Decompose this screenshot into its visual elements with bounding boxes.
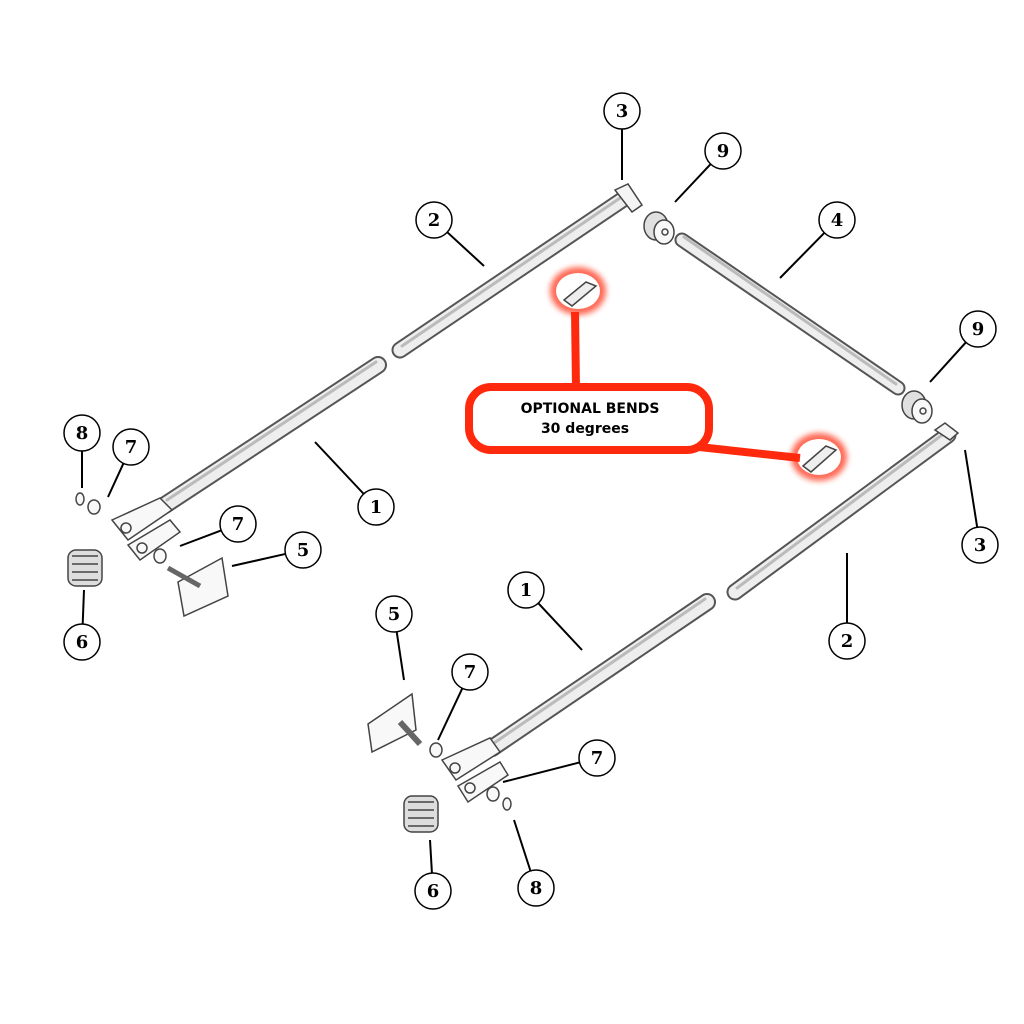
part-label-12: 1 [507,571,583,651]
part-number: 8 [530,878,543,899]
label-circle [818,201,856,239]
part-label-18: 8 [513,819,555,907]
corner-part-3-lower [933,422,960,441]
label-circle [704,132,742,170]
label-circle [414,872,452,910]
leader-line [502,761,580,783]
part-number: 3 [616,101,629,122]
part-number: 2 [841,631,854,652]
label-circle [112,428,150,466]
part-number: 9 [717,141,730,162]
washers [75,492,512,811]
label-circle [63,623,101,661]
part-label-2: 2 [415,201,485,267]
part-number: 2 [428,210,441,231]
label-circle [578,739,616,777]
label-circle [415,201,453,239]
part-number: 5 [388,604,401,625]
plug-part-9-lower [901,390,933,424]
leader-line [537,602,583,651]
part-number: 3 [974,535,987,556]
leader-line [674,163,712,203]
part-label-15: 7 [437,653,489,741]
part-number: 7 [232,514,245,535]
plug-part-9-upper [643,211,675,245]
part-labels: 3 9 2 4 9 8 7 1 7 5 3 6 1 2 5 7 7 6 8 [63,92,999,910]
part-number: 6 [76,632,89,653]
leader-line [446,231,485,267]
label-circle [63,414,101,452]
bar-part-1-left [156,356,387,514]
part-label-14: 5 [375,595,413,681]
label-circle [451,653,489,691]
part-label-11: 6 [63,589,101,661]
label-circle [959,310,997,348]
label-circle [517,869,555,907]
optional-bends-callout: OPTIONAL BENDS 30 degrees [465,267,847,481]
clevis-left [110,497,182,562]
part-number: 5 [297,540,310,561]
leader-line [231,552,286,567]
label-circle [357,488,395,526]
part-label-3: 4 [779,201,856,279]
spring-part-6-left [67,549,103,587]
part-label-7: 1 [314,441,395,526]
hardware [67,211,933,833]
bracket-part-5-left [166,556,229,618]
bracket-part-5-right [367,692,423,754]
label-circle [961,526,999,564]
leader-line [437,687,464,741]
part-label-17: 6 [414,839,452,910]
label-circle [828,622,866,660]
leader-line [779,232,826,279]
part-number: 7 [125,437,138,458]
callout-box [465,383,713,454]
part-label-9: 5 [231,531,322,569]
corner-part-3-upper [613,183,644,214]
leader-line [81,589,85,625]
bar-part-2-lower [726,426,957,601]
part-number: 1 [370,497,383,518]
bend-icon [562,281,598,307]
bar-part-2-upper [391,189,634,359]
leader-line [395,631,405,681]
bend-icon [801,445,838,473]
part-number: 6 [427,881,440,902]
part-label-4: 9 [929,310,997,383]
label-circle [219,505,257,543]
leader-line [179,529,222,547]
bar-part-1-right [483,593,716,757]
part-label-16: 7 [502,739,616,783]
part-number: 7 [591,748,604,769]
bars [156,183,960,757]
leader-line [964,449,979,528]
callout-title: OPTIONAL BENDS [521,401,660,417]
label-circle [603,92,641,130]
leader-line [513,819,532,872]
leader-line [929,341,967,383]
part-label-6: 7 [107,428,150,498]
clevis-right [440,737,510,804]
part-number: 1 [520,580,533,601]
spring-part-6-right [403,795,439,833]
callout-subtitle: 30 degrees [541,421,629,437]
leader-line [429,839,433,874]
leader-line [107,462,125,498]
part-number: 4 [831,210,844,231]
part-number: 8 [76,423,89,444]
leader-line [314,441,365,495]
label-circle [284,531,322,569]
part-label-13: 2 [828,553,866,660]
part-label-8: 7 [179,505,257,547]
part-number: 9 [972,319,985,340]
part-label-1: 9 [674,132,742,203]
part-label-5: 8 [63,414,101,488]
label-circle [375,595,413,633]
part-label-10: 3 [961,449,999,564]
label-circle [507,571,545,609]
bar-part-4 [674,232,906,396]
part-label-0: 3 [603,92,641,180]
part-number: 7 [464,662,477,683]
